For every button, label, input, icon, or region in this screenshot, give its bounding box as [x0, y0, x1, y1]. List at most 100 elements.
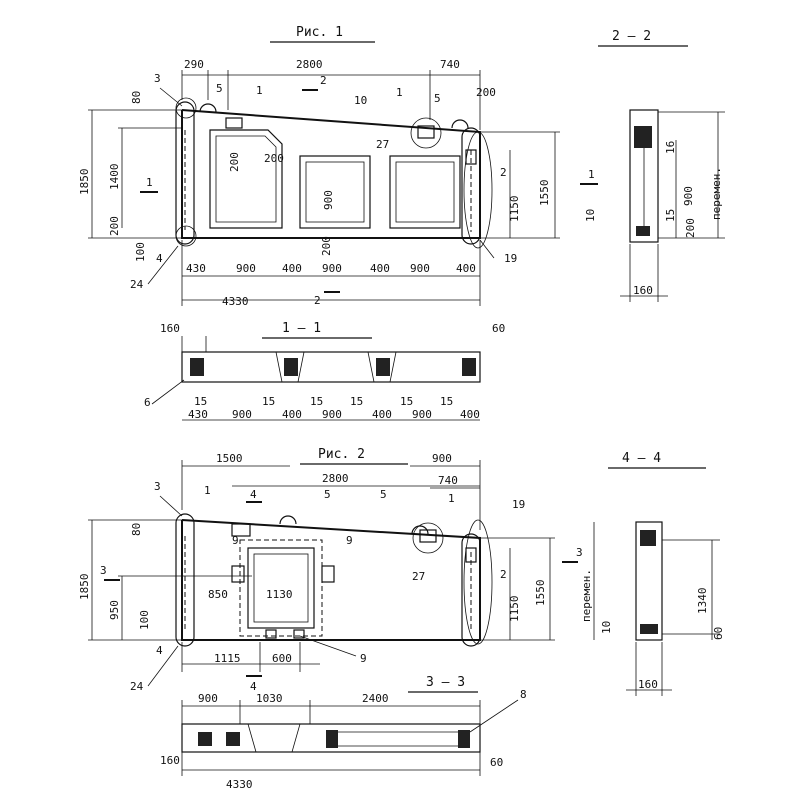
dim: 15 [664, 209, 677, 222]
dim: 100 [138, 610, 151, 630]
fig1-loop-right [451, 119, 469, 129]
dim: 400 [460, 408, 480, 421]
dim: 740 [440, 58, 460, 71]
callout: 9 [360, 652, 367, 665]
dim: 400 [282, 408, 302, 421]
callout: 3 [154, 480, 161, 493]
dim: 15 [194, 395, 207, 408]
fig1-opening-3 [389, 155, 461, 229]
sec44-profile [635, 521, 663, 641]
dim: 2800 [322, 472, 349, 485]
callout: 8 [520, 688, 527, 701]
fig1-loop-left [199, 103, 217, 113]
fig2-right-post [461, 533, 481, 647]
dim: 290 [184, 58, 204, 71]
fig2-embed-27 [419, 529, 437, 543]
fig2-embed-9a [231, 565, 245, 583]
dim: 1340 [696, 588, 709, 615]
section-mark: 4 [250, 680, 257, 693]
dim: 4330 [226, 778, 253, 791]
fig2-title: Рис. 2 [318, 447, 365, 462]
dim: 1030 [256, 692, 283, 705]
dim: 200 [264, 152, 284, 165]
dim: 10 [584, 209, 597, 222]
sec22-note: перемен. [710, 167, 723, 220]
figure-1: Рис. 1 290 2800 [78, 25, 560, 308]
fig1-opening-1 [209, 129, 283, 229]
callout: 24 [130, 278, 144, 291]
fig2-embed-2 [465, 547, 477, 563]
section-mark: 2 [320, 74, 327, 87]
fig1-embed-2 [465, 149, 477, 165]
dim: 16 [664, 141, 677, 154]
section-mark: 4 [250, 488, 257, 501]
sec11-title: 1 — 1 [282, 321, 321, 336]
dim: 80 [130, 91, 143, 104]
dim: 900 [432, 452, 452, 465]
callout: 19 [512, 498, 525, 511]
callout: 4 [156, 644, 163, 657]
section-2-2: 2 — 2 16 900 15 10 200 перемен. 160 1 [580, 29, 725, 302]
sec22-title: 2 — 2 [612, 29, 651, 44]
fig2-left-post [175, 513, 195, 647]
dim: 430 [186, 262, 206, 275]
dim: 160 [633, 284, 653, 297]
dim: 850 [208, 588, 228, 601]
dim: 900 [236, 262, 256, 275]
callout: 5 [216, 82, 223, 95]
sec22-profile [629, 109, 659, 243]
dim: 4330 [222, 295, 249, 308]
dim: 15 [400, 395, 413, 408]
fig1-opening-2 [299, 155, 371, 229]
callout: 5 [380, 488, 387, 501]
dim: 950 [108, 600, 121, 620]
fig1-embed-1 [225, 117, 243, 129]
section-3-3: 3 — 3 900 1030 2400 160 4330 60 8 [160, 675, 527, 791]
dim: 160 [638, 678, 658, 691]
dim: 160 [160, 322, 180, 335]
callout: 24 [130, 680, 144, 693]
dim: 400 [282, 262, 302, 275]
dim: 400 [456, 262, 476, 275]
dim: 60 [492, 322, 505, 335]
dim: 1115 [214, 652, 241, 665]
callout: 1 [256, 84, 263, 97]
sec44-title: 4 — 4 [622, 451, 661, 466]
dim: 430 [188, 408, 208, 421]
dim: 10 [600, 621, 613, 634]
callout: 1 [396, 86, 403, 99]
dim: 15 [262, 395, 275, 408]
callout: 2 [500, 568, 507, 581]
dim: 600 [272, 652, 292, 665]
sec44-note: перемен. [580, 569, 593, 622]
dim: 1550 [534, 580, 547, 607]
callout: 2 [500, 166, 507, 179]
section-1-1: 1 — 1 160 60 430 900 400 900 400 900 400… [144, 321, 505, 421]
section-mark: 1 [588, 168, 595, 181]
fig2-panel-outline [181, 519, 481, 641]
dim: 60 [490, 756, 503, 769]
callout: 4 [156, 252, 163, 265]
callout: 19 [504, 252, 517, 265]
callout: 3 [154, 72, 161, 85]
callout: 9 [232, 534, 239, 547]
fig2-loop-right [411, 525, 429, 535]
dim: 900 [198, 692, 218, 705]
dim: 160 [160, 754, 180, 767]
section-mark: 1 [146, 176, 153, 189]
dim: 900 [232, 408, 252, 421]
dim: 900 [412, 408, 432, 421]
callout: 9 [346, 534, 353, 547]
callout: 6 [144, 396, 151, 409]
dim: 1130 [266, 588, 293, 601]
dim: 900 [322, 408, 342, 421]
dim: 15 [440, 395, 453, 408]
dim: 2400 [362, 692, 389, 705]
fig1-title: Рис. 1 [296, 25, 343, 40]
callout: 1 [448, 492, 455, 505]
dim: 1550 [538, 180, 551, 207]
dim: 15 [350, 395, 363, 408]
sec33-title: 3 — 3 [426, 675, 465, 690]
